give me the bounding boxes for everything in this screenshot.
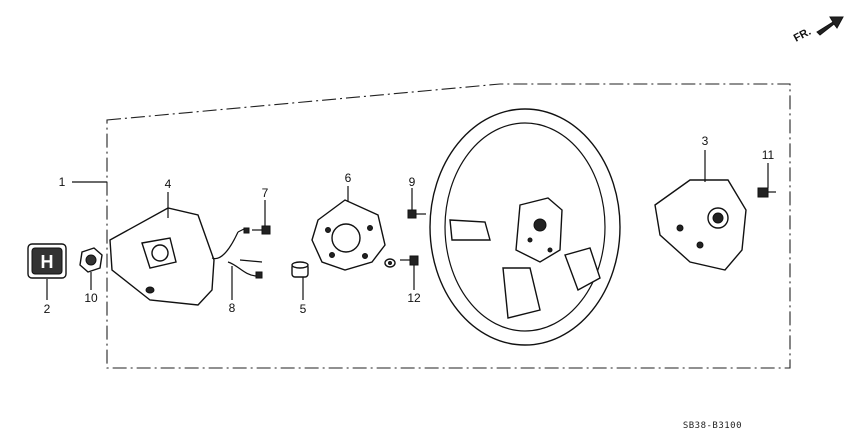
callout-7: 7 [262,186,269,200]
screw-11-part [757,163,776,198]
cap-part [291,261,309,300]
mounting-plate-part [311,186,386,271]
callout-9: 9 [409,175,416,189]
diagram-code: SB38-B3100 [683,421,742,431]
bolt-12-part [400,255,419,290]
steering-cover-part [109,192,215,306]
assembly-boundary [106,83,791,369]
screw-7-part [252,200,271,235]
callout-10: 10 [84,291,98,305]
emblem-part: H [27,243,67,300]
callout-6: 6 [345,171,352,185]
steering-wheel-part [429,108,621,346]
direction-arrow-icon [816,16,844,36]
callout-4: 4 [165,177,172,191]
callout-12: 12 [407,291,421,305]
callout-11: 11 [762,148,775,162]
wire-harness-part [211,227,263,300]
callout-3: 3 [702,134,709,148]
callout-5: 5 [300,302,307,316]
callout-8: 8 [229,301,236,315]
washer-part [384,258,396,268]
direction-label: FR. [792,26,813,45]
emblem-letter: H [41,252,54,272]
callout-2: 2 [44,302,51,316]
hub-cover-part [654,150,747,271]
front-direction-indicator: FR. [792,16,844,45]
callout-1: 1 [59,175,66,189]
nut-part [79,247,103,290]
screw-9-part [407,188,426,219]
